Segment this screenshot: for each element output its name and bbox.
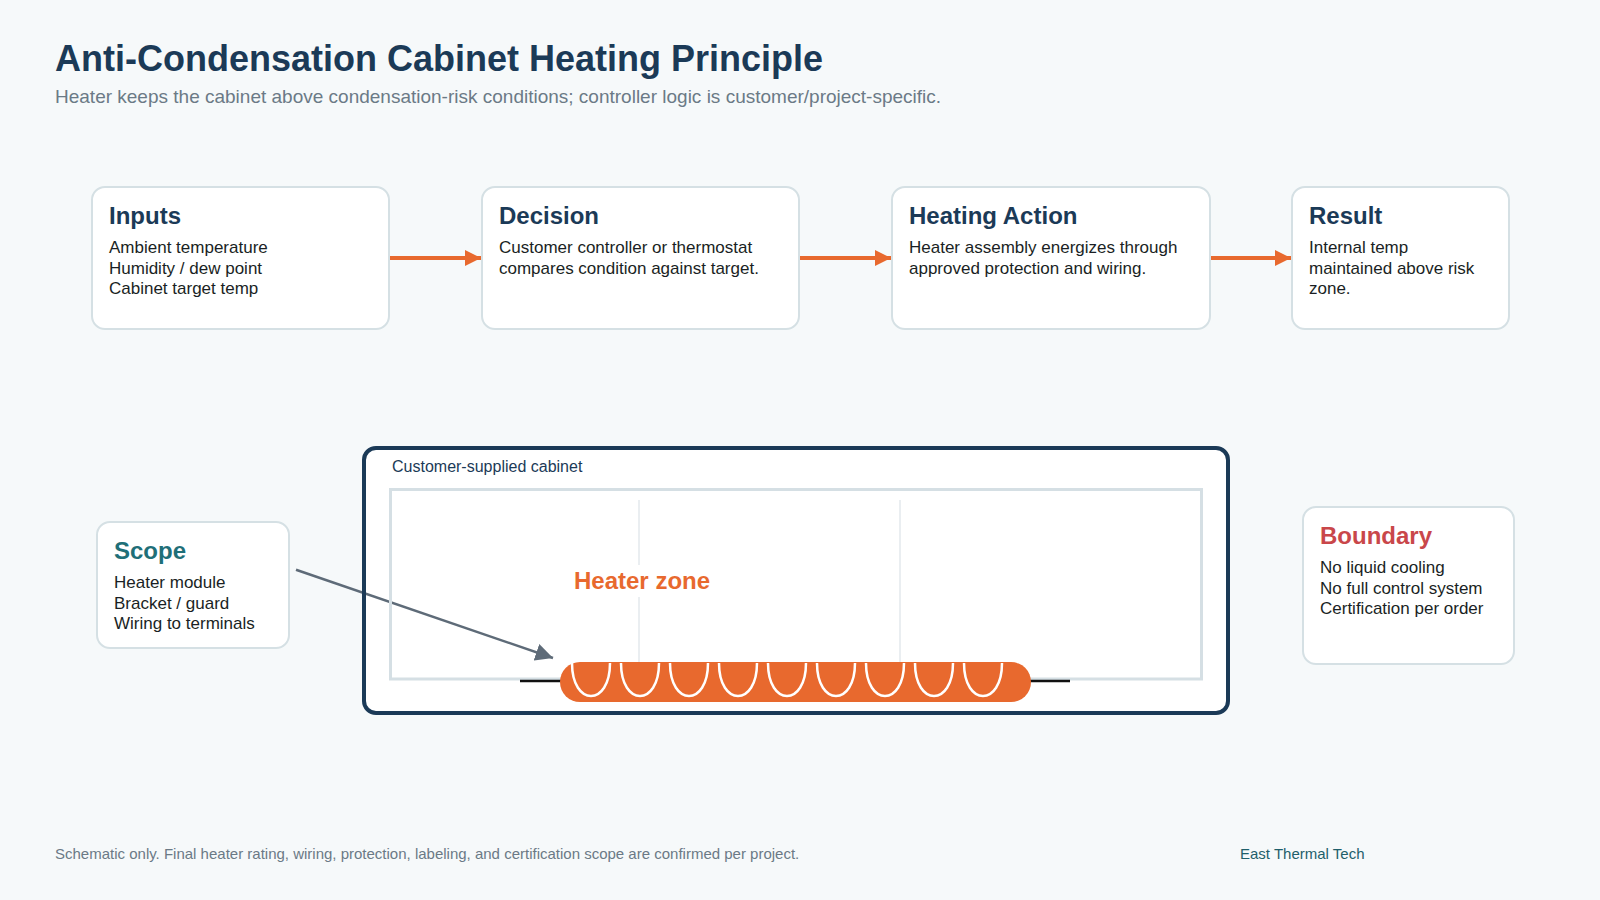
process-box: Heating ActionHeater assembly energizes …: [891, 186, 1211, 330]
box-body: Customer controller or thermostat compar…: [499, 238, 782, 279]
coil-winding: [866, 663, 904, 696]
box-heading: Inputs: [109, 202, 372, 230]
heater-coil: [572, 663, 1002, 696]
box-heading: Scope: [114, 537, 272, 565]
box-body: Humidity / dew point: [109, 259, 372, 280]
diagram-caption: Heater keeps the cabinet above condensat…: [55, 86, 941, 108]
box-heading: Heating Action: [909, 202, 1193, 230]
box-heading: Boundary: [1320, 522, 1497, 550]
cabinet-label: Customer-supplied cabinet: [392, 458, 582, 476]
diagram-title: Anti-Condensation Cabinet Heating Princi…: [55, 38, 823, 80]
process-box: DecisionCustomer controller or thermosta…: [481, 186, 800, 330]
boundary-box: Boundary No liquid coolingNo full control…: [1302, 506, 1515, 665]
box-heading: Result: [1309, 202, 1492, 230]
process-box: InputsAmbient temperatureHumidity / dew …: [91, 186, 390, 330]
scope-box: ScopeHeater moduleBracket / guardWiring …: [96, 521, 290, 649]
box-body: Certification per order: [1320, 599, 1497, 620]
box-body: Heater assembly energizes through approv…: [909, 238, 1193, 279]
box-heading: Decision: [499, 202, 782, 230]
connector-arrow: [296, 570, 553, 658]
box-body: Heater module: [114, 573, 272, 594]
company-name: East Thermal Tech: [1240, 845, 1365, 862]
coil-winding: [915, 663, 953, 696]
heater-zone-panel: Heater zone: [389, 488, 1203, 680]
panel-divider: [899, 500, 901, 678]
box-body: Ambient temperature: [109, 238, 372, 259]
process-box: ResultInternal temp maintained above ris…: [1291, 186, 1510, 330]
coil-winding: [964, 663, 1002, 696]
heater-element: [560, 662, 1031, 702]
coil-winding: [572, 663, 610, 696]
cabinet-interior: [364, 448, 1228, 713]
connector-arrow: [800, 256, 891, 260]
box-body: No full control system: [1320, 579, 1497, 600]
coil-winding: [817, 663, 855, 696]
coil-winding: [621, 663, 659, 696]
coil-winding: [670, 663, 708, 696]
box-body: Cabinet target temp: [109, 279, 372, 300]
cabinet-outline: Customer-supplied cabinetHeater zone: [362, 446, 1230, 715]
connector-arrow: [390, 256, 481, 260]
zone-label: Heater zone: [570, 565, 714, 597]
coil-winding: [768, 663, 806, 696]
box-body: No liquid cooling: [1320, 558, 1497, 579]
box-body: Internal temp maintained above risk zone…: [1309, 238, 1492, 300]
box-body: Bracket / guard: [114, 594, 272, 615]
coil-winding: [719, 663, 757, 696]
connector-arrow: [1211, 256, 1291, 260]
footnote: Schematic only. Final heater rating, wir…: [55, 845, 799, 862]
box-body: Wiring to terminals: [114, 614, 272, 635]
